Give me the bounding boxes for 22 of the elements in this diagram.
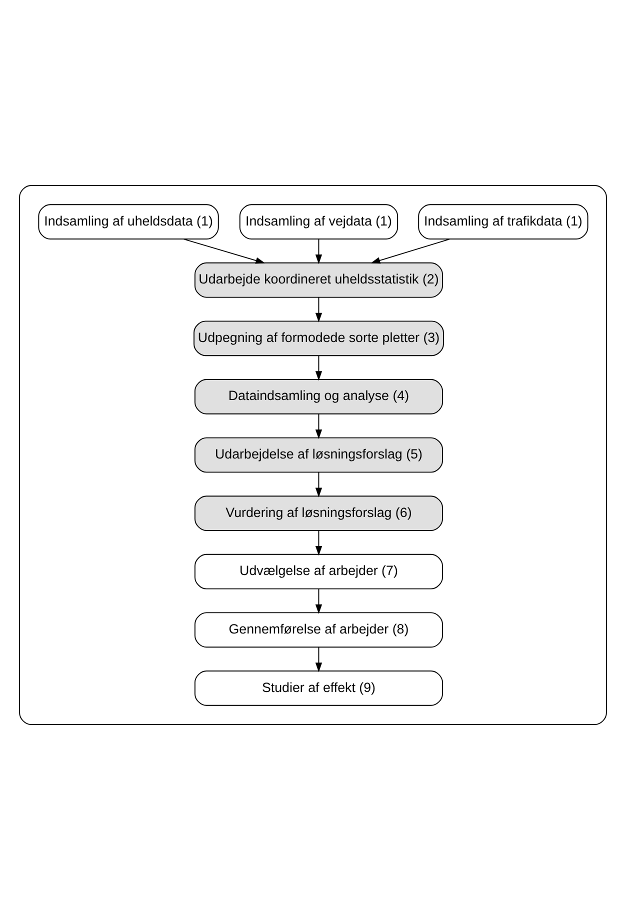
node-box: Studier af effekt (9) xyxy=(194,670,443,706)
arrow xyxy=(315,646,322,672)
arrow xyxy=(315,355,322,381)
node-box: Indsamling af uheldsdata (1) xyxy=(38,204,219,240)
arrow xyxy=(315,588,322,614)
node-box: Udarbejdelse af løsningsforslag (5) xyxy=(194,437,443,473)
arrow xyxy=(315,296,322,322)
node-box: Udpegning af formodede sorte pletter (3) xyxy=(194,320,444,356)
arrow xyxy=(315,530,322,556)
arrow xyxy=(370,238,450,264)
node-box: Indsamling af vejdata (1) xyxy=(239,204,398,240)
arrow xyxy=(315,472,322,498)
node-box: Gennemførelse af arbejder (8) xyxy=(194,612,443,648)
node-box: Udarbejde koordineret uheldsstatistik (2) xyxy=(194,262,443,298)
arrow xyxy=(315,238,322,264)
node-box: Vurdering af løsningsforslag (6) xyxy=(194,496,443,531)
arrow xyxy=(315,414,322,440)
arrow xyxy=(183,238,266,264)
node-box: Udvælgelse af arbejder (7) xyxy=(194,554,443,590)
node-box: Indsamling af trafikdata (1) xyxy=(418,204,588,240)
cluster xyxy=(19,185,607,725)
node-box: Dataindsamling og analyse (4) xyxy=(194,379,443,414)
